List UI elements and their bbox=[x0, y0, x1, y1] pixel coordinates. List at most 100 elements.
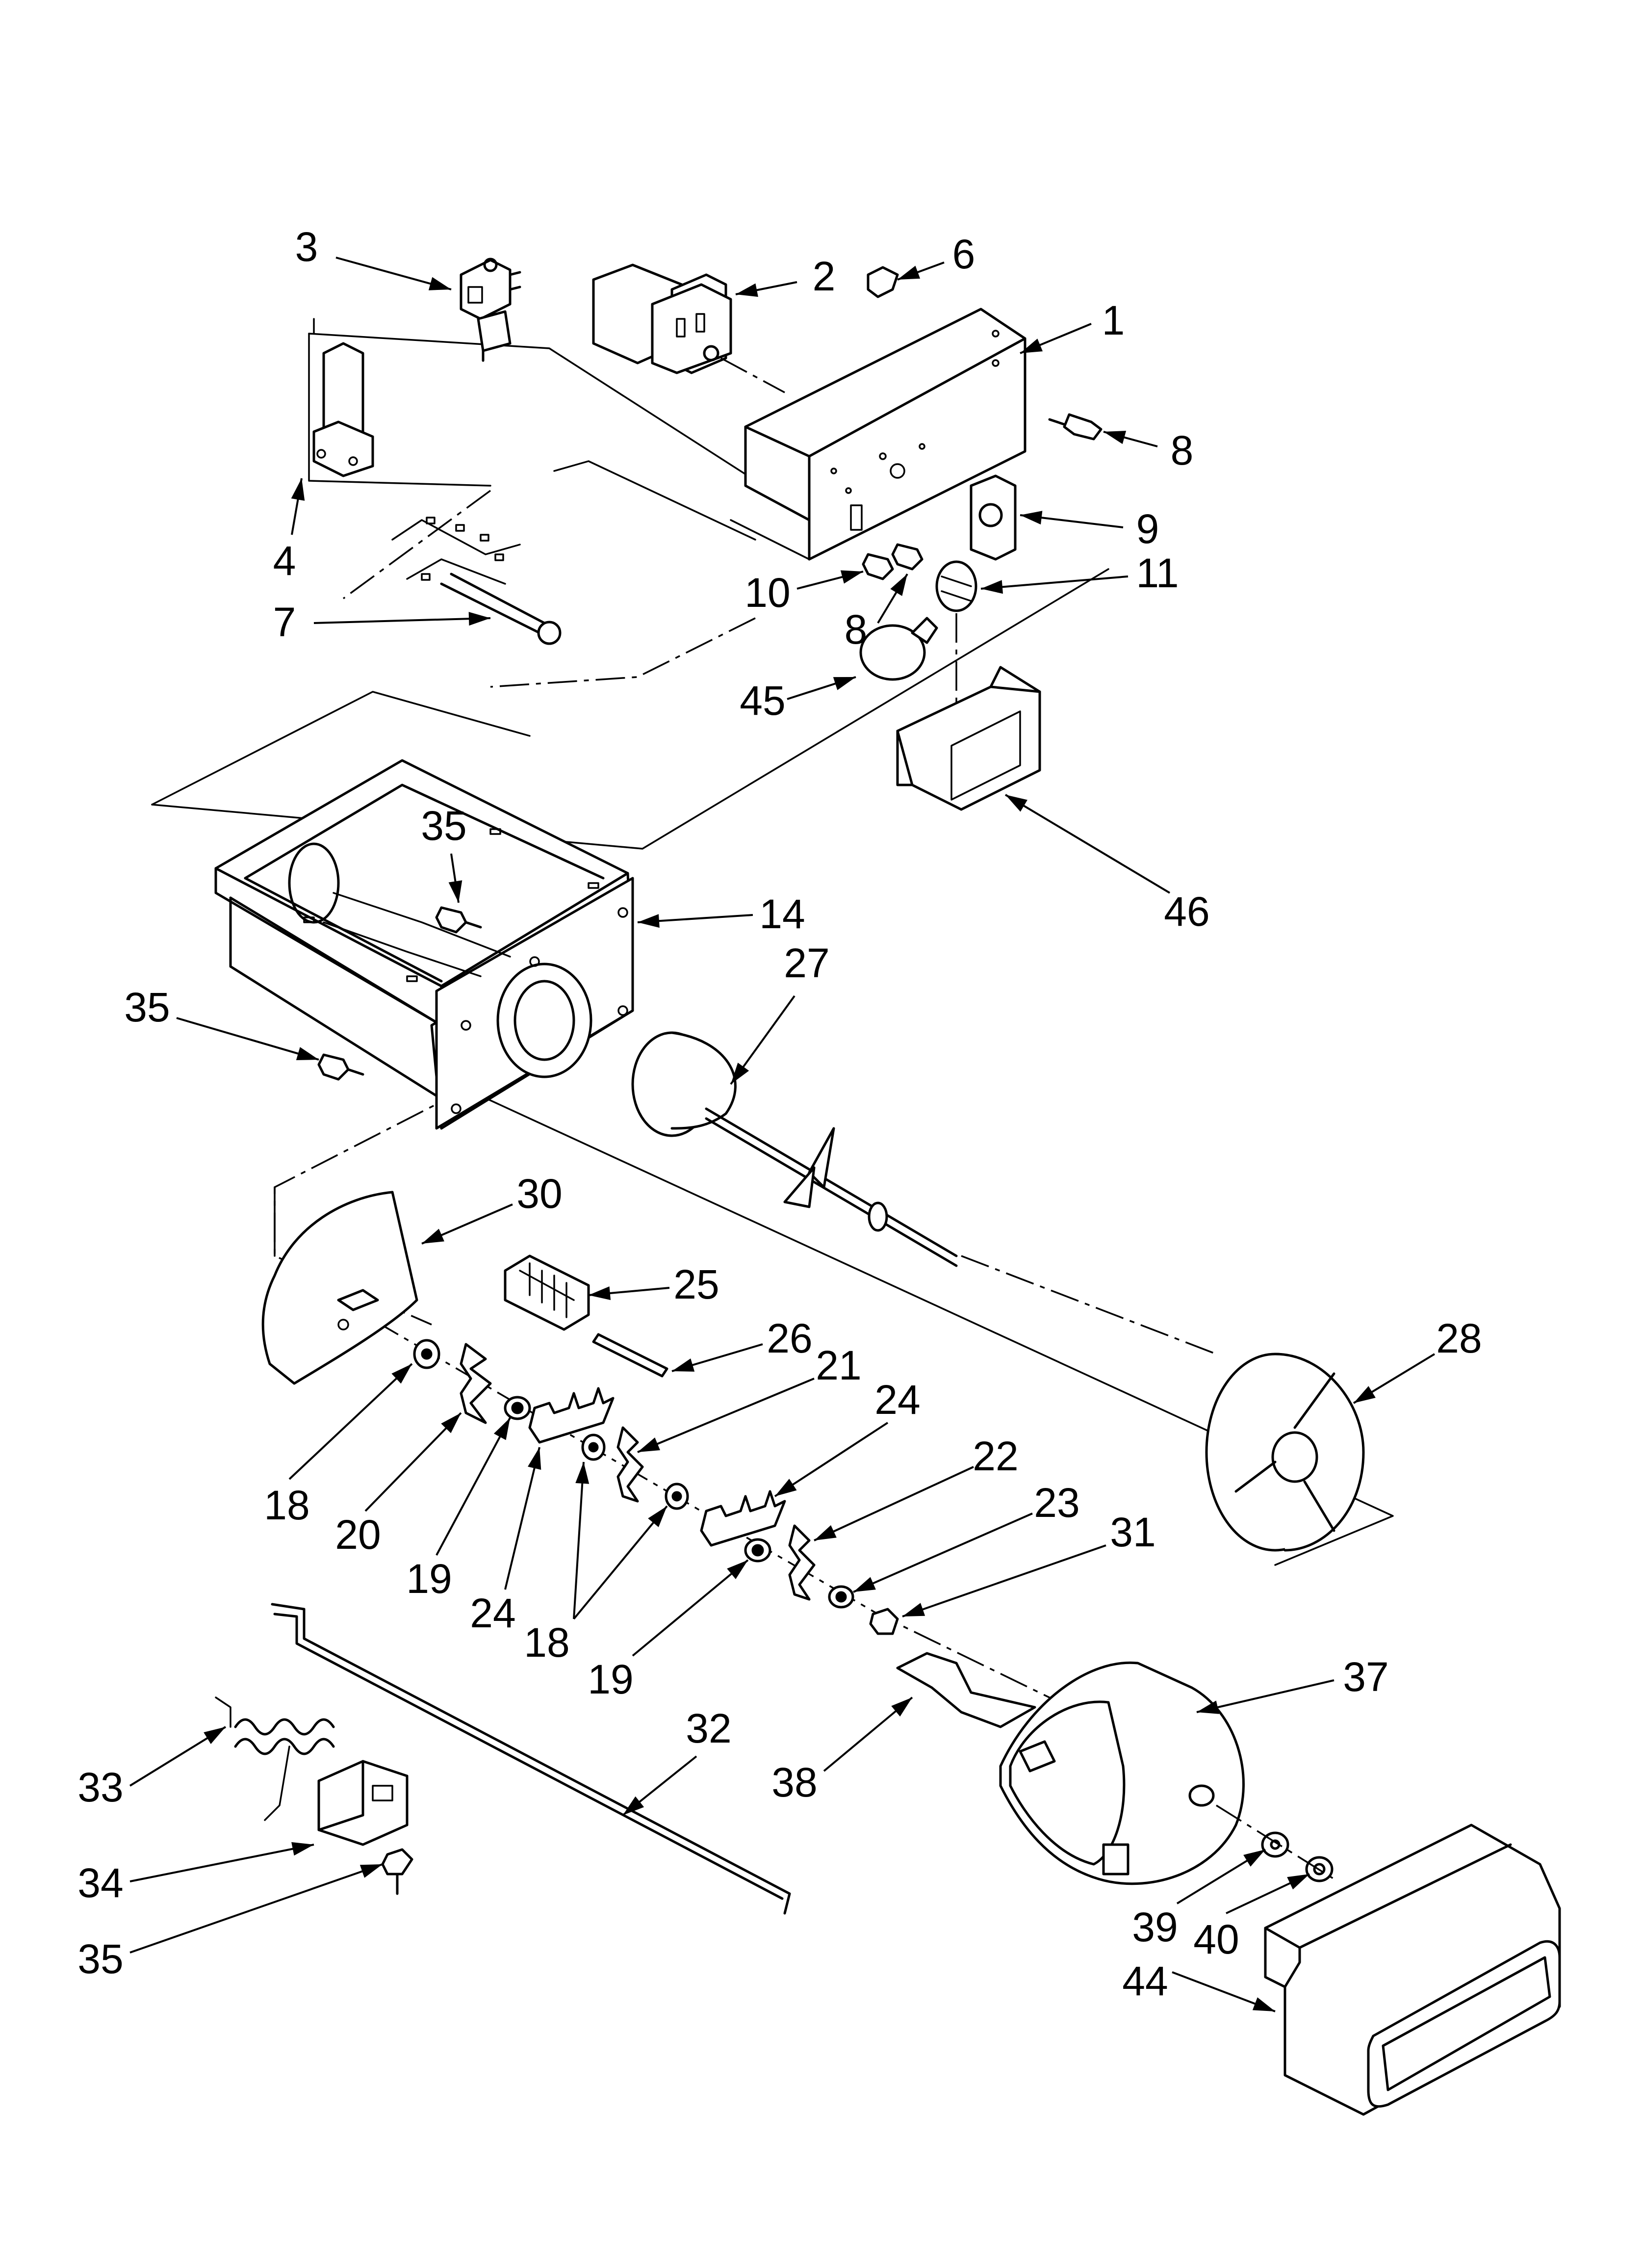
label-part-21: 21 bbox=[816, 1342, 861, 1388]
part-2-gear-motor bbox=[592, 263, 785, 393]
part-number-labels: 1 2 3 4 6 7 8 8 9 10 11 14 18 18 19 19 2… bbox=[77, 224, 1482, 2004]
label-part-9: 9 bbox=[1136, 506, 1159, 552]
label-part-25: 25 bbox=[673, 1261, 719, 1307]
label-part-3: 3 bbox=[295, 224, 318, 270]
label-part-20: 20 bbox=[335, 1512, 381, 1558]
label-part-23: 23 bbox=[1034, 1480, 1079, 1526]
leader-arrowhead-8a bbox=[1103, 431, 1127, 444]
leader-arrowhead-32 bbox=[623, 1796, 644, 1815]
leader-line-22 bbox=[814, 1466, 974, 1541]
leader-arrowhead-1 bbox=[1020, 339, 1043, 353]
part-22-cutter-c bbox=[788, 1524, 816, 1601]
part-24-blade-b bbox=[700, 1490, 786, 1547]
leader-arrowhead-19a bbox=[493, 1418, 510, 1440]
leader-arrowhead-34 bbox=[291, 1842, 314, 1856]
part-38-actuator bbox=[896, 1652, 1036, 1728]
label-part-28: 28 bbox=[1436, 1315, 1482, 1361]
leader-line-18b2 bbox=[573, 1505, 668, 1620]
part-4-bracket bbox=[312, 342, 374, 477]
label-part-1: 1 bbox=[1102, 297, 1125, 343]
label-part-37: 37 bbox=[1343, 1654, 1388, 1700]
part-9-switch bbox=[970, 474, 1017, 561]
label-part-46: 46 bbox=[1164, 888, 1209, 935]
leader-arrowhead-4 bbox=[291, 478, 305, 501]
part-19-washer-b bbox=[744, 1538, 771, 1563]
leader-arrowhead-20 bbox=[441, 1413, 461, 1434]
leader-line-24b bbox=[774, 1422, 889, 1497]
leader-line-34 bbox=[129, 1844, 314, 1882]
leader-arrowhead-24a bbox=[528, 1447, 541, 1470]
leader-arrowhead-28 bbox=[1354, 1386, 1376, 1403]
part-46-lamp-cover bbox=[896, 666, 1041, 811]
label-part-35-b: 35 bbox=[124, 984, 170, 1030]
part-35-screw-c bbox=[381, 1848, 413, 1895]
motor-axis-line bbox=[1216, 1804, 1334, 1880]
part-19-washer-a bbox=[504, 1396, 531, 1420]
leader-arrowhead-38 bbox=[891, 1697, 912, 1717]
leader-arrowhead-45 bbox=[833, 677, 856, 690]
leader-line-24a bbox=[504, 1447, 540, 1590]
leader-line-46 bbox=[1004, 794, 1171, 894]
label-part-44: 44 bbox=[1122, 1958, 1168, 2004]
label-part-24-b: 24 bbox=[874, 1377, 920, 1423]
leader-arrowhead-24b bbox=[775, 1479, 797, 1496]
label-part-2: 2 bbox=[813, 253, 836, 299]
leader-arrowhead-9 bbox=[1020, 511, 1043, 525]
part-3-solenoid bbox=[313, 258, 521, 362]
leader-line-35c bbox=[129, 1863, 383, 1954]
label-part-8-upper: 8 bbox=[1171, 427, 1194, 473]
label-part-18-a: 18 bbox=[264, 1482, 309, 1528]
leader-line-19a bbox=[436, 1417, 511, 1556]
label-part-31: 31 bbox=[1110, 1509, 1155, 1555]
leader-arrowhead-14 bbox=[638, 914, 660, 928]
leader-line-11 bbox=[980, 575, 1129, 590]
leader-arrowhead-18b2 bbox=[648, 1506, 667, 1527]
leader-arrowhead-11 bbox=[981, 580, 1003, 594]
label-part-27: 27 bbox=[784, 940, 829, 986]
leader-arrowhead-33 bbox=[204, 1727, 226, 1744]
leader-arrowhead-6 bbox=[898, 265, 921, 280]
label-part-33: 33 bbox=[77, 1764, 123, 1810]
leader-line-20 bbox=[364, 1412, 462, 1512]
leader-line-23 bbox=[853, 1512, 1033, 1593]
label-part-34: 34 bbox=[77, 1860, 123, 1906]
label-part-8-lower: 8 bbox=[845, 606, 868, 652]
leader-arrowhead-44 bbox=[1252, 1997, 1275, 2011]
label-part-35-c: 35 bbox=[77, 1936, 123, 1982]
leader-arrowhead-30 bbox=[422, 1228, 444, 1244]
label-part-32: 32 bbox=[686, 1705, 731, 1751]
part-10-screw bbox=[862, 553, 894, 580]
label-part-10: 10 bbox=[744, 570, 790, 616]
label-part-39: 39 bbox=[1132, 1904, 1178, 1950]
label-part-45: 45 bbox=[740, 678, 785, 724]
leader-line-18b bbox=[573, 1461, 585, 1619]
part-35-screw-b bbox=[317, 1053, 364, 1081]
leader-arrowhead-39 bbox=[1243, 1850, 1265, 1867]
leader-line-7 bbox=[313, 617, 491, 624]
part-33-spring bbox=[215, 1696, 335, 1821]
label-part-11: 11 bbox=[1136, 550, 1179, 596]
leader-arrows bbox=[129, 257, 1436, 2012]
label-part-30: 30 bbox=[516, 1171, 562, 1217]
part-20-cutter-a bbox=[460, 1343, 492, 1424]
label-part-26: 26 bbox=[767, 1315, 812, 1361]
label-part-24-a: 24 bbox=[470, 1590, 515, 1636]
leader-line-21 bbox=[637, 1378, 815, 1453]
label-part-7: 7 bbox=[273, 599, 296, 645]
leader-arrowhead-22 bbox=[814, 1525, 837, 1540]
leader-arrowhead-21 bbox=[638, 1437, 660, 1452]
label-part-35-a: 35 bbox=[421, 803, 466, 849]
part-11-lamp-socket bbox=[935, 560, 977, 716]
label-part-18-b: 18 bbox=[524, 1619, 569, 1666]
part-1-control-housing bbox=[744, 308, 1026, 561]
label-part-40: 40 bbox=[1193, 1916, 1239, 1962]
leader-line-19b bbox=[632, 1559, 749, 1657]
leader-line-31 bbox=[902, 1544, 1106, 1617]
label-part-14: 14 bbox=[759, 891, 805, 937]
leader-arrowhead-26 bbox=[672, 1358, 695, 1372]
part-34-bracket bbox=[317, 1760, 409, 1846]
leader-arrowhead-19b bbox=[727, 1560, 748, 1579]
label-part-22: 22 bbox=[973, 1433, 1018, 1479]
part-35-screw-a bbox=[435, 906, 482, 934]
